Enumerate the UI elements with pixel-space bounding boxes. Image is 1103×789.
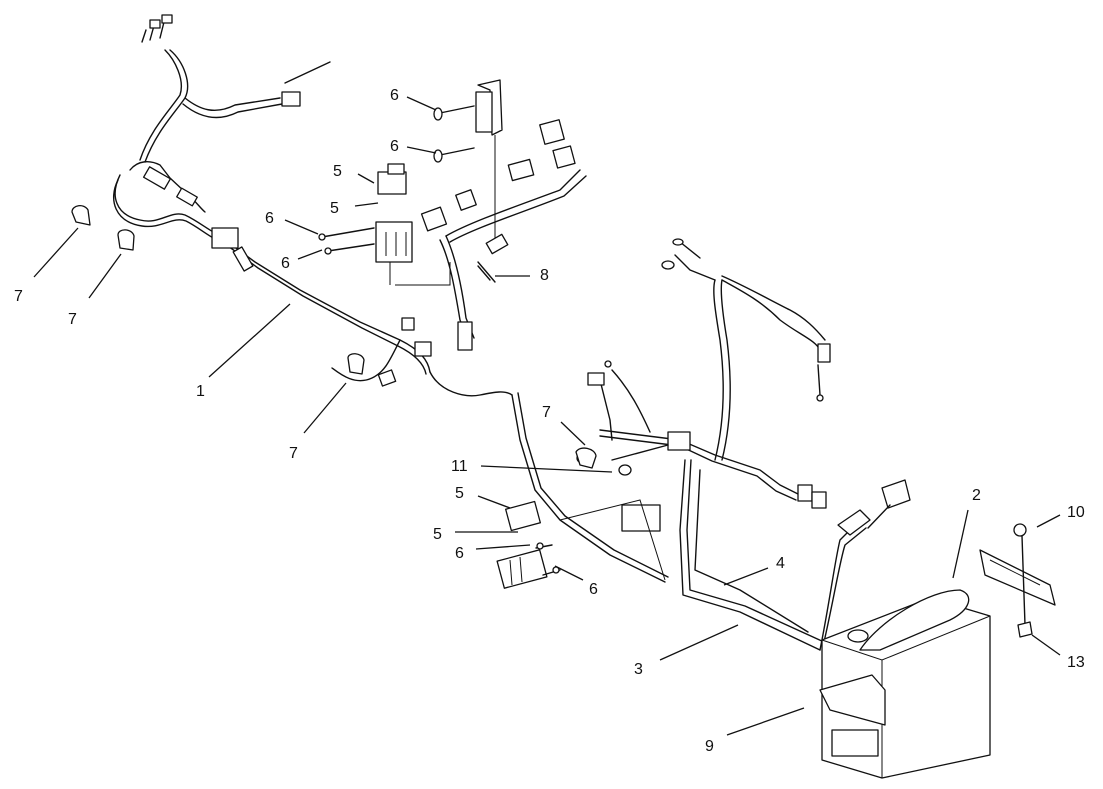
callout-5: 5 <box>433 526 442 543</box>
harness-grommet <box>211 227 239 249</box>
relay-socket <box>375 221 413 263</box>
cable-clamps <box>71 205 597 469</box>
callout-3: 3 <box>634 661 643 678</box>
module-box <box>621 504 661 532</box>
callout-7: 7 <box>289 445 298 462</box>
relay-cluster-upper <box>318 163 451 286</box>
callout-8: 8 <box>540 267 549 284</box>
misc-parts <box>477 261 632 476</box>
callout-11: 11 <box>451 458 468 475</box>
center-branch <box>377 119 587 387</box>
main-wire-harness <box>113 161 669 583</box>
relay-socket <box>496 549 548 589</box>
leader-lines <box>33 96 1061 736</box>
upper-left-branch <box>139 14 331 163</box>
callout-6: 6 <box>390 138 399 155</box>
fastener <box>618 464 632 476</box>
callout-7: 7 <box>68 311 77 328</box>
relay <box>377 171 407 195</box>
right-upper-branch <box>661 238 831 461</box>
relay <box>505 500 541 532</box>
callout-6: 6 <box>265 210 274 227</box>
battery-clamp <box>979 523 1056 638</box>
connector-plug <box>281 91 301 107</box>
callout-5: 5 <box>333 163 342 180</box>
callout-7: 7 <box>542 404 551 421</box>
callout-4: 4 <box>776 555 785 572</box>
callout-5: 5 <box>330 200 339 217</box>
callout-7: 7 <box>14 288 23 305</box>
connector-clip <box>457 321 473 351</box>
harness-loop-3-4 <box>679 459 911 651</box>
callout-2: 2 <box>972 487 981 504</box>
callout-6: 6 <box>390 87 399 104</box>
callout-labels: 1 2 3 4 5 5 5 5 6 6 6 6 6 6 7 7 7 7 8 9 … <box>14 87 1085 755</box>
callout-9: 9 <box>705 738 714 755</box>
battery-hold-down <box>859 589 970 651</box>
relay-cluster-lower <box>496 499 666 589</box>
callout-10: 10 <box>1067 504 1085 521</box>
callout-6: 6 <box>455 545 464 562</box>
mounting-bracket-upper <box>433 79 503 240</box>
callout-5: 5 <box>455 485 464 502</box>
battery <box>819 589 991 779</box>
callout-6: 6 <box>589 581 598 598</box>
center-junction <box>576 360 827 509</box>
callout-1: 1 <box>196 383 205 400</box>
callout-6: 6 <box>281 255 290 272</box>
callout-13: 13 <box>1067 654 1085 671</box>
